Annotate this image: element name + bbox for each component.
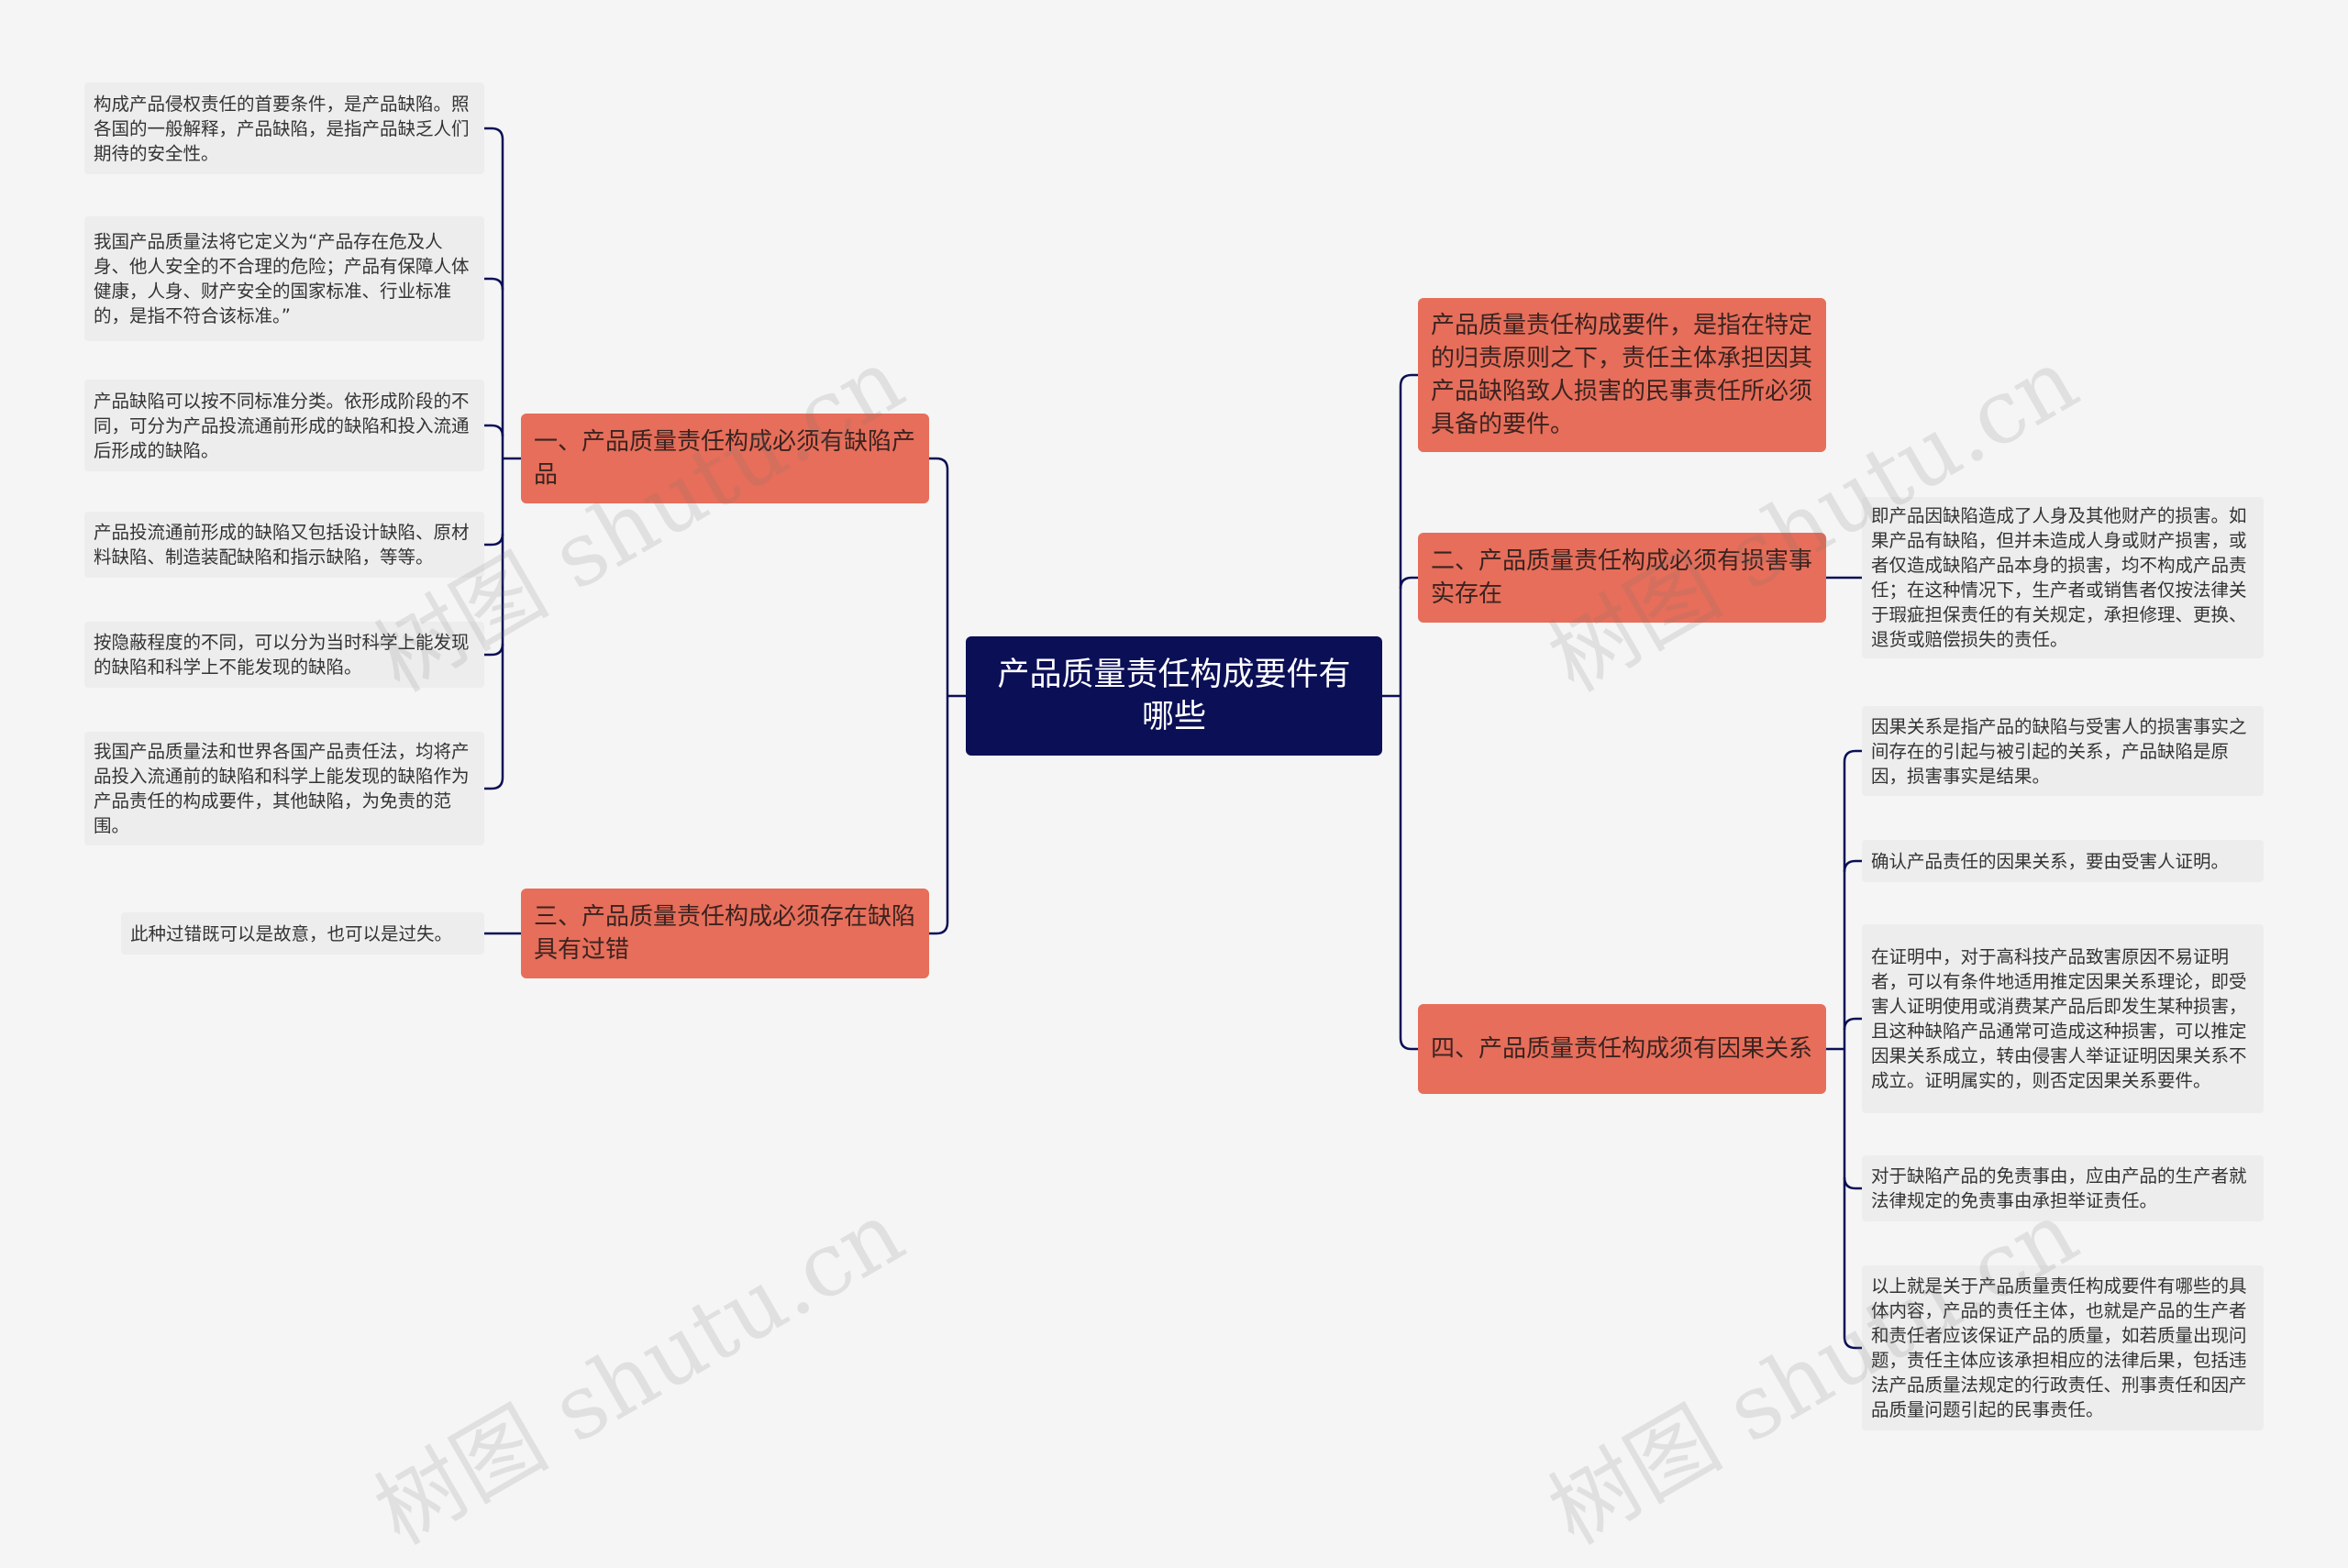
leaf-text: 因果关系是指产品的缺陷与受害人的损害事实之间存在的引起与被引起的关系，产品缺陷是… — [1871, 715, 2247, 787]
leaf-text: 构成产品侵权责任的首要条件，是产品缺陷。照各国的一般解释，产品缺陷，是指产品缺乏… — [94, 93, 470, 164]
leaf-node[interactable]: 我国产品质量法和世界各国产品责任法，均将产品投入流通前的缺陷和科学上能发现的缺陷… — [84, 732, 484, 845]
root-topic-label: 产品质量责任构成要件有哪些 — [997, 657, 1351, 735]
leaf-text: 即产品因缺陷造成了人身及其他财产的损害。如果产品有缺陷，但并未造成人身或财产损害… — [1871, 505, 2247, 650]
leaf-text: 产品投流通前形成的缺陷又包括设计缺陷、原材料缺陷、制造装配缺陷和指示缺陷，等等。 — [94, 522, 470, 568]
connector-line — [484, 277, 504, 291]
leaf-node[interactable]: 以上就是关于产品质量责任构成要件有哪些的具体内容，产品的责任主体，也就是产品的生… — [1862, 1265, 2264, 1430]
leaf-node[interactable]: 即产品因缺陷造成了人身及其他财产的损害。如果产品有缺陷，但并未造成人身或财产损害… — [1862, 497, 2264, 658]
leaf-text: 以上就是关于产品质量责任构成要件有哪些的具体内容，产品的责任主体，也就是产品的生… — [1871, 1275, 2247, 1420]
mindmap-canvas: 产品质量责任构成要件有哪些 一、产品质量责任构成必须有缺陷产品 构成产品侵权责任… — [84, 83, 2264, 1565]
branch-fault[interactable]: 三、产品质量责任构成必须存在缺陷具有过错 — [521, 889, 929, 978]
leaf-node[interactable]: 我国产品质量法将它定义为“产品存在危及人身、他人安全的不合理的危险；产品有保障人… — [84, 216, 484, 341]
leaf-node[interactable]: 此种过错既可以是故意，也可以是过失。 — [121, 912, 484, 955]
connector-line — [484, 424, 504, 437]
branch-causation[interactable]: 四、产品质量责任构成须有因果关系 — [1418, 1004, 1826, 1094]
connector-lines — [484, 127, 1862, 1350]
leaf-text: 按隐蔽程度的不同，可以分为当时科学上能发现的缺陷和科学上不能发现的缺陷。 — [94, 632, 470, 678]
connector-line — [929, 457, 949, 470]
leaf-text: 此种过错既可以是故意，也可以是过失。 — [130, 922, 453, 944]
connector-line — [484, 127, 504, 140]
branch-label: 四、产品质量责任构成须有因果关系 — [1431, 1035, 1813, 1063]
leaf-node[interactable]: 因果关系是指产品的缺陷与受害人的损害事实之间存在的引起与被引起的关系，产品缺陷是… — [1862, 706, 2264, 796]
leaf-text: 产品缺陷可以按不同标准分类。依形成阶段的不同，可分为产品投流通前形成的缺陷和投入… — [94, 390, 470, 461]
branch-definition[interactable]: 产品质量责任构成要件，是指在特定的归责原则之下，责任主体承担因其产品缺陷致人损害… — [1418, 298, 1826, 452]
connector-line — [1843, 1176, 1862, 1190]
branch-label: 二、产品质量责任构成必须有损害事实存在 — [1431, 547, 1813, 608]
branch-label: 一、产品质量责任构成必须有缺陷产品 — [534, 428, 916, 489]
connector-line — [484, 777, 504, 790]
connector-line — [1843, 1336, 1862, 1350]
leaf-node[interactable]: 产品投流通前形成的缺陷又包括设计缺陷、原材料缺陷、制造装配缺陷和指示缺陷，等等。 — [84, 512, 484, 578]
leaf-text: 我国产品质量法和世界各国产品责任法，均将产品投入流通前的缺陷和科学上能发现的缺陷… — [94, 741, 470, 836]
connector-line — [1843, 859, 1862, 873]
connector-line — [929, 922, 949, 935]
leaf-node[interactable]: 构成产品侵权责任的首要条件，是产品缺陷。照各国的一般解释，产品缺陷，是指产品缺乏… — [84, 83, 484, 174]
connector-line — [1399, 373, 1418, 387]
connector-line — [1843, 749, 1862, 763]
branch-defective-product[interactable]: 一、产品质量责任构成必须有缺陷产品 — [521, 414, 929, 503]
root-topic[interactable]: 产品质量责任构成要件有哪些 — [966, 636, 1382, 756]
leaf-node[interactable]: 按隐蔽程度的不同，可以分为当时科学上能发现的缺陷和科学上不能发现的缺陷。 — [84, 622, 484, 688]
leaf-node[interactable]: 产品缺陷可以按不同标准分类。依形成阶段的不同，可分为产品投流通前形成的缺陷和投入… — [84, 380, 484, 471]
connector-line — [1843, 1017, 1862, 1031]
branch-label: 三、产品质量责任构成必须存在缺陷具有过错 — [534, 903, 916, 964]
leaf-text: 确认产品责任的因果关系，要由受害人证明。 — [1871, 850, 2230, 872]
branch-damage[interactable]: 二、产品质量责任构成必须有损害事实存在 — [1418, 533, 1826, 623]
connector-line — [1399, 1037, 1418, 1051]
leaf-node[interactable]: 确认产品责任的因果关系，要由受害人证明。 — [1862, 840, 2264, 882]
leaf-node[interactable]: 在证明中，对于高科技产品致害原因不易证明者，可以有条件地适用推定因果关系理论，即… — [1862, 924, 2264, 1113]
leaf-text: 对于缺陷产品的免责事由，应由产品的生产者就法律规定的免责事由承担举证责任。 — [1871, 1165, 2247, 1211]
leaf-node[interactable]: 对于缺陷产品的免责事由，应由产品的生产者就法律规定的免责事由承担举证责任。 — [1862, 1155, 2264, 1221]
branch-label: 产品质量责任构成要件，是指在特定的归责原则之下，责任主体承担因其产品缺陷致人损害… — [1431, 312, 1813, 438]
leaf-text: 我国产品质量法将它定义为“产品存在危及人身、他人安全的不合理的危险；产品有保障人… — [94, 231, 470, 326]
connector-line — [1399, 576, 1418, 590]
leaf-text: 在证明中，对于高科技产品致害原因不易证明者，可以有条件地适用推定因果关系理论，即… — [1871, 946, 2247, 1091]
